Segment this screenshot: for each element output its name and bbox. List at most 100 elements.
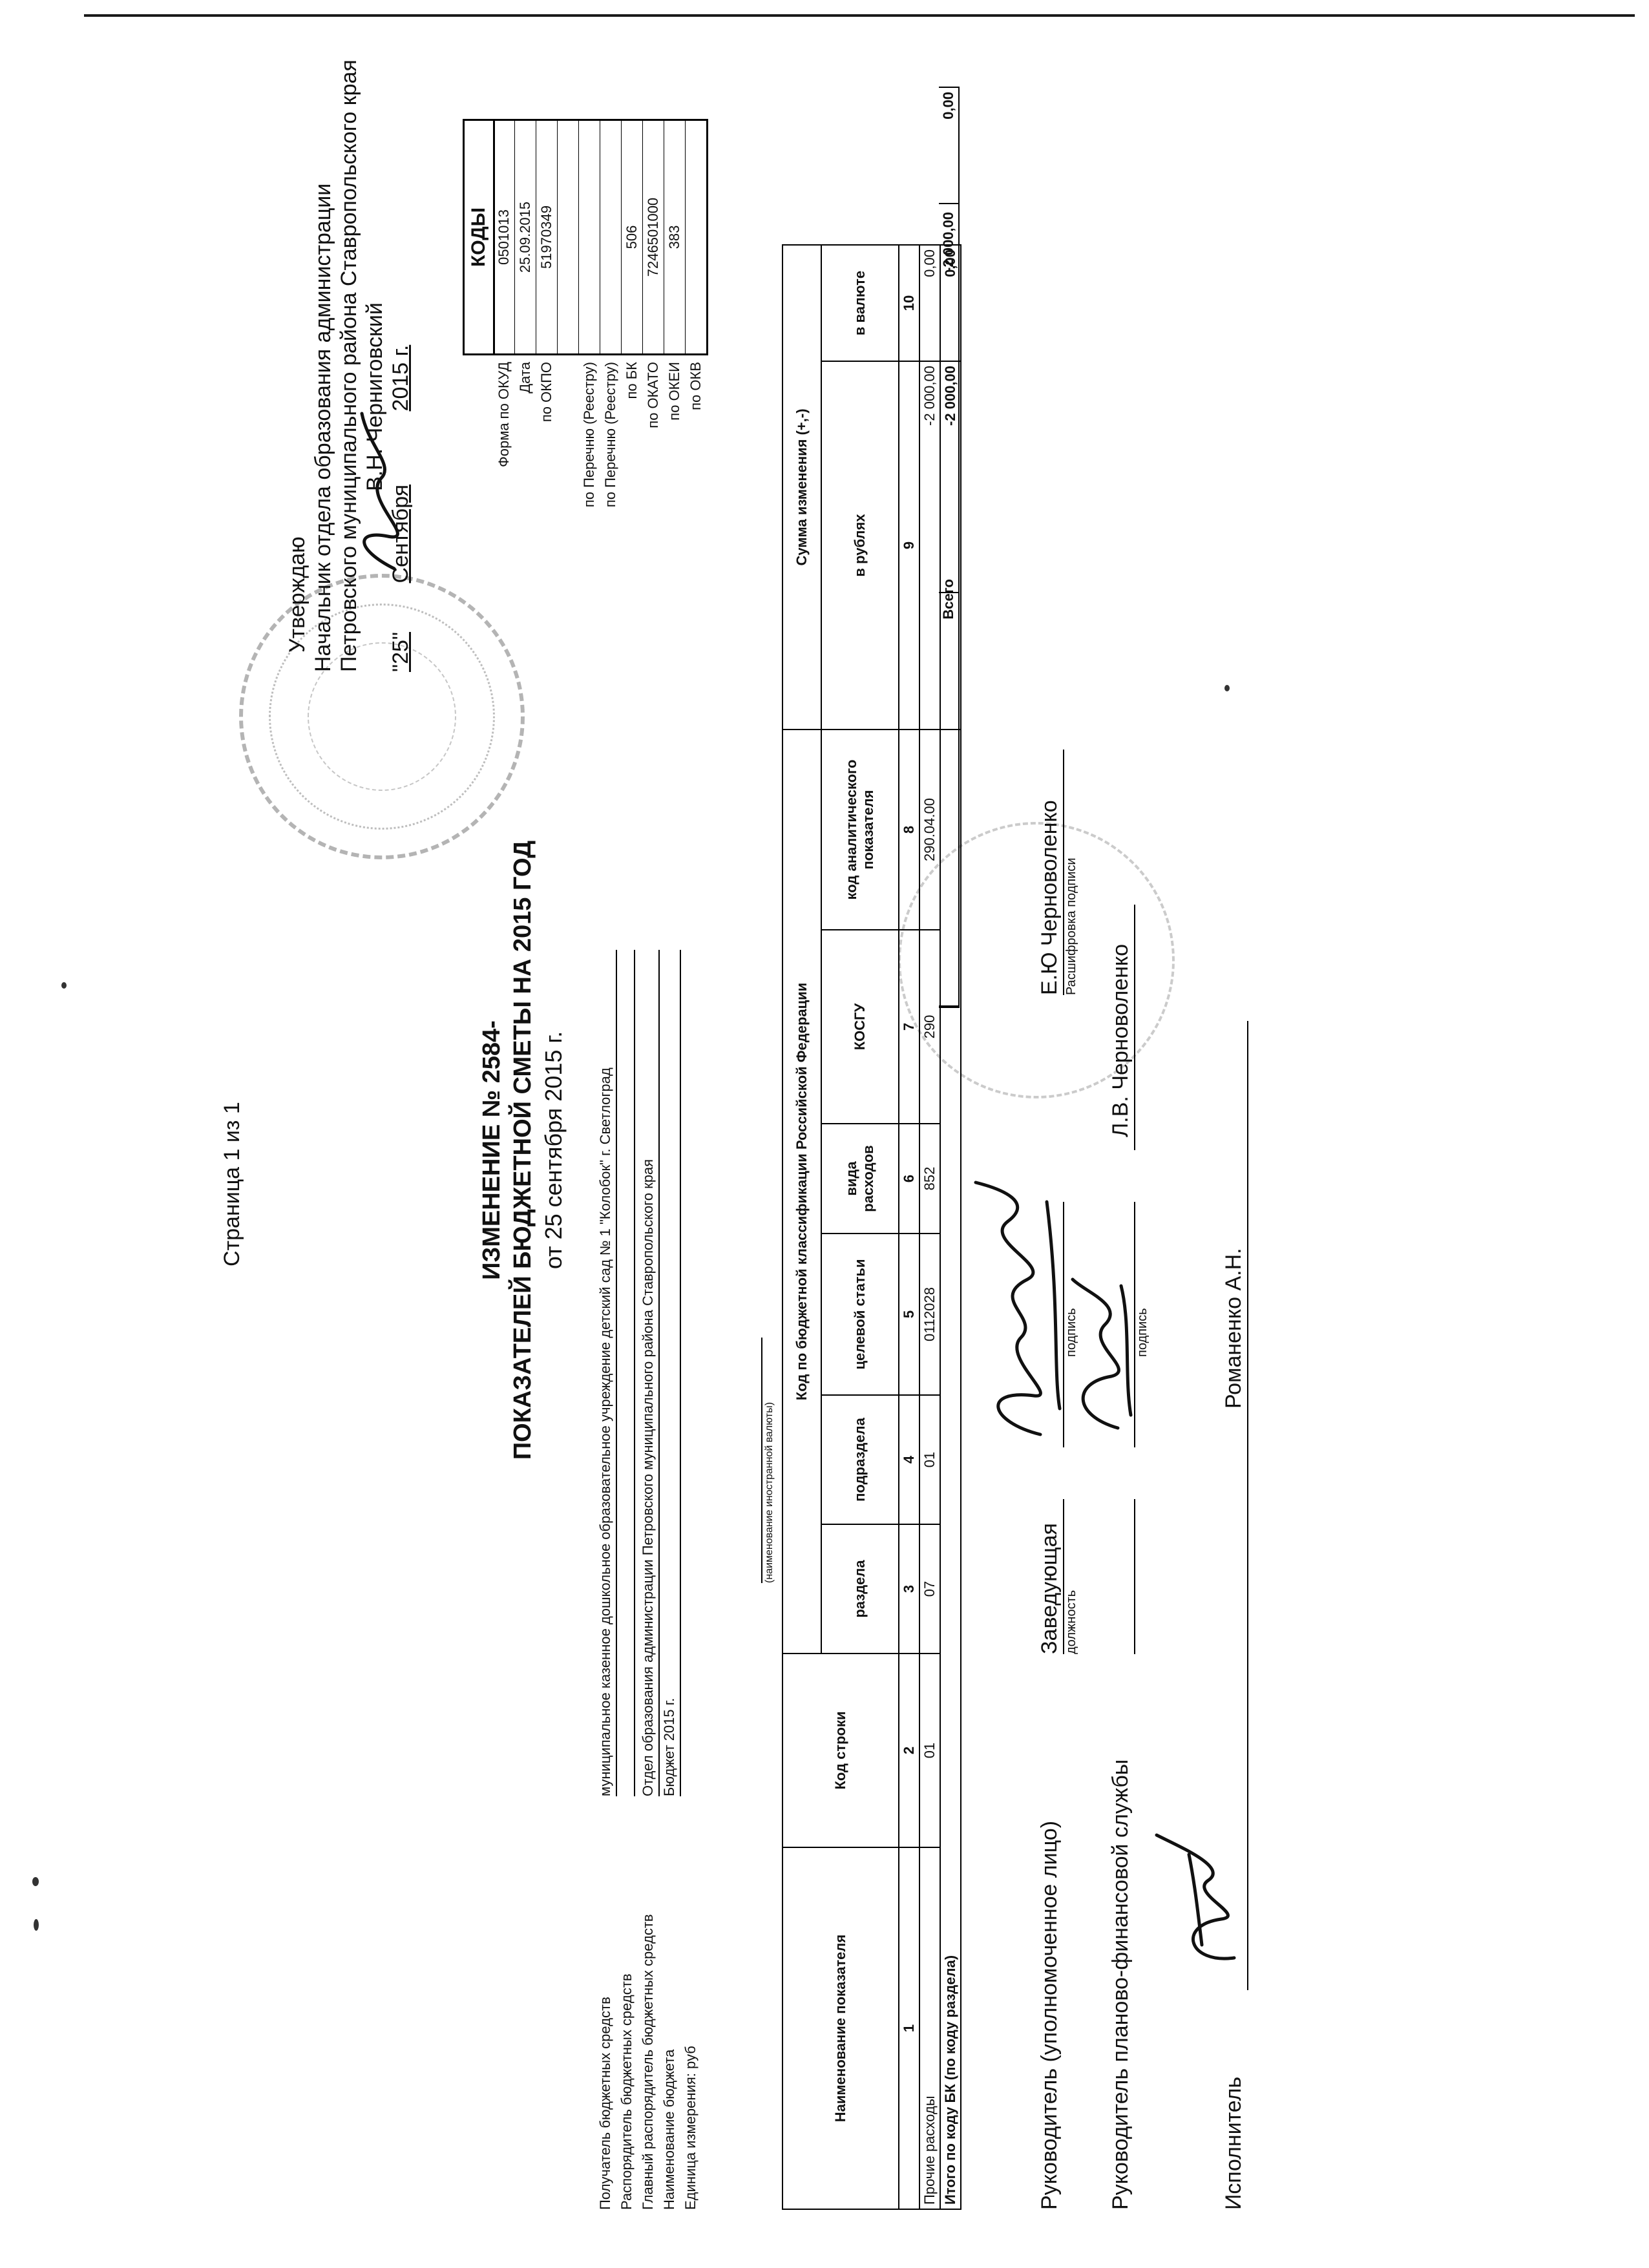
total-row: Всего -2 000,00 0,00 — [939, 87, 960, 1008]
column-number: 1 — [899, 1847, 919, 2209]
cell-subsection: 01 — [919, 1395, 940, 1524]
code-label: по БК — [624, 362, 640, 399]
head-position: Заведующая — [1037, 1523, 1062, 1654]
approval-signature — [360, 412, 399, 571]
code-label: Дата — [517, 362, 533, 394]
requisite-label: Получатель бюджетных средств — [597, 1997, 613, 2210]
header-line-code: Код строки — [782, 1654, 899, 1847]
approval-block: Утверждаю Начальник отдела образования а… — [284, 59, 414, 672]
requisite-label: Наименование бюджета — [661, 2049, 677, 2210]
cell-target: 0112028 — [919, 1234, 940, 1395]
total-rub: -2 000,00 — [940, 212, 956, 272]
requisite-value: Бюджет 2015 г. — [658, 950, 681, 1796]
column-number: 5 — [899, 1234, 919, 1395]
document-date: от 25 сентября 2015 г. — [540, 1031, 567, 1270]
requisite-value: муниципальное казенное дошкольное образо… — [594, 950, 617, 1796]
code-label: по ОКВ — [688, 362, 704, 410]
cell-kosgu: 290 — [919, 930, 940, 1124]
document-subtitle: ПОКАЗАТЕЛЕЙ БЮДЖЕТНОЙ СМЕТЫ НА 2015 ГОД — [509, 840, 536, 1460]
code-label: по Перечню (Реестру) — [581, 362, 597, 508]
column-number: 2 — [899, 1654, 919, 1847]
budget-table: Наименование показателя Код строки Код п… — [782, 244, 961, 2210]
requisite-value — [616, 950, 635, 1796]
requisite-label: Распорядитель бюджетных средств — [618, 1973, 635, 2210]
header-kosgu: КОСГУ — [821, 930, 899, 1124]
code-label: по ОКПО — [538, 362, 554, 423]
finance-position-line — [1134, 1499, 1135, 1654]
total-divider — [939, 1005, 958, 1007]
decoding-caption: Расшифровка подписи — [1064, 857, 1078, 995]
total-label: Всего — [940, 579, 956, 620]
requisite-label: Единица измерения: руб — [682, 2046, 698, 2210]
head-name: Е.Ю Черноволенко — [1037, 800, 1062, 995]
scan-edge-line — [84, 14, 1635, 17]
finance-name: Л.В. Черноволенко — [1108, 943, 1133, 1137]
approval-heading: Утверждаю — [285, 536, 310, 653]
table-row: Прочие расходы 01 07 01 0112028 852 290 … — [919, 245, 940, 2209]
code-label: Форма по ОКУД — [496, 362, 512, 467]
document-page: Страница 1 из 1 ИЗМЕНЕНИЕ № 2584- ПОКАЗА… — [26, 52, 1602, 2249]
code-value — [557, 119, 579, 355]
head-label: Руководитель (уполномоченное лицо) — [1037, 1820, 1062, 2210]
code-value — [685, 119, 708, 355]
code-value: 7246501000 — [642, 119, 664, 355]
code-value: 506 — [621, 119, 643, 355]
scan-speck — [34, 1919, 39, 1931]
approval-year: 2015 г. — [388, 344, 413, 412]
page-counter: Страница 1 из 1 — [220, 1102, 244, 1266]
requisite-row: Наименование бюджета Бюджет 2015 г. — [658, 950, 681, 2210]
header-bk: Код по бюджетной классификации Российско… — [782, 730, 821, 1654]
finance-label: Руководитель планово-финансовой службы — [1108, 1759, 1133, 2210]
cell-name: Прочие расходы — [919, 1847, 940, 2209]
column-number: 6 — [899, 1124, 919, 1234]
cell-rub: -2 000,00 — [919, 361, 940, 730]
total-divider — [939, 203, 958, 204]
approval-name: В.Н. Черниговский — [362, 302, 387, 491]
code-value: 25.09.2015 — [514, 119, 536, 355]
scan-speck — [32, 1877, 39, 1886]
scan-speck — [1224, 685, 1230, 691]
column-number-row: 1 2 3 4 5 6 7 8 9 10 — [899, 245, 919, 2209]
approval-date: "25" Сентября 2015 г. — [388, 59, 414, 672]
executor-name: Романенко А.Н. — [1221, 1248, 1246, 1409]
code-label: по ОКАТО — [645, 362, 661, 428]
executor-signature — [1155, 1833, 1236, 1960]
column-number: 10 — [899, 245, 919, 361]
cell-section: 07 — [919, 1524, 940, 1654]
code-value: 0501013 — [493, 119, 515, 355]
cell-currency: 0,00 — [919, 245, 940, 361]
approval-organization: Петровского муниципального района Ставро… — [337, 59, 361, 672]
header-subsection: подраздела — [821, 1395, 899, 1524]
approval-position: Начальник отдела образования администрац… — [311, 183, 335, 672]
cell-line-code: 01 — [919, 1654, 940, 1847]
code-label: по ОКЕИ — [666, 362, 682, 421]
executor-label: Исполнитель — [1221, 2076, 1246, 2210]
column-number: 9 — [899, 361, 919, 730]
header-analytic: код аналитического показателя — [821, 730, 899, 930]
column-number: 8 — [899, 730, 919, 930]
code-value — [578, 119, 600, 355]
cell-expense-type: 852 — [919, 1124, 940, 1234]
requisite-row: Распорядитель бюджетных средств — [616, 950, 637, 2210]
document-title: ИЗМЕНЕНИЕ № 2584- — [478, 1020, 505, 1280]
code-value — [600, 119, 622, 355]
header-target: целевой статьи — [821, 1234, 899, 1395]
total-currency: 0,00 — [940, 92, 956, 120]
position-caption: должность — [1064, 1590, 1078, 1654]
column-number: 7 — [899, 930, 919, 1124]
column-number: 3 — [899, 1524, 919, 1654]
code-label: по Перечню (Реестру) — [602, 362, 618, 508]
finance-signature — [1071, 1277, 1133, 1430]
header-name: Наименование показателя — [782, 1847, 899, 2209]
scan-speck — [61, 982, 67, 989]
cell-analytic: 290.04.00 — [919, 730, 940, 930]
requisite-row: Получатель бюджетных средств муниципальн… — [594, 950, 617, 2210]
requisite-value: Отдел образования администрации Петровск… — [637, 950, 660, 1796]
foreign-currency-caption: (наименование иностранной валюты) — [761, 1338, 775, 1583]
header-rub: в рублях — [821, 361, 899, 730]
header-currency: в валюте — [821, 245, 899, 361]
total-divider — [939, 592, 958, 593]
code-value: 51970349 — [536, 119, 558, 355]
code-value: 383 — [664, 119, 686, 355]
approval-day: "25" — [388, 632, 413, 672]
